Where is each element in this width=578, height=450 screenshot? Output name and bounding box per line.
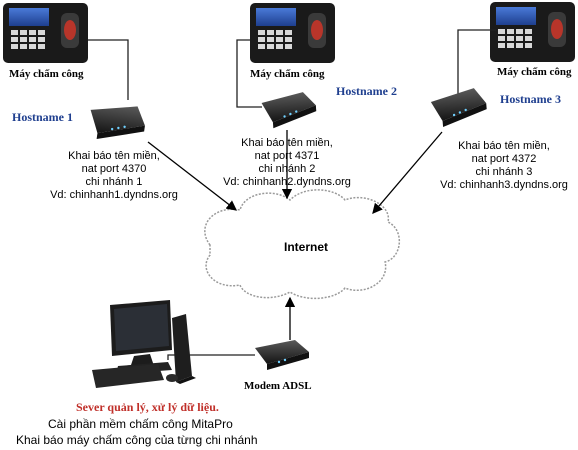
time-clock-1 [3,3,88,63]
server-line-2: Khai báo máy chấm công của từng chi nhán… [16,433,258,447]
internet-label: Internet [284,240,329,254]
time-clock-2-label: Máy chấm công [250,68,325,80]
branch-2-description: Khai báo tên miền, nat port 4371 chi nhá… [212,137,362,189]
branch-3-line-1: Khai báo tên miền, [458,140,550,152]
hostname-2-label: Hostname 2 [336,84,397,98]
branch-2-line-4: Vd: chinhanh2.dyndns.org [223,176,351,188]
router-1 [90,106,145,140]
time-clock-3 [490,2,575,62]
server-title: Sever quản lý, xử lý dữ liệu. [76,400,219,414]
branch-1-description: Khai báo tên miền, nat port 4370 chi nhá… [30,150,198,202]
cable-clock-router-3 [457,29,496,100]
hostname-1-label: Hostname 1 [12,110,73,124]
server-line-1: Cài phần mềm chấm công MitaPro [48,417,233,431]
branch-2-line-3: chi nhánh 2 [258,163,316,175]
time-clock-3-label: Máy chấm công [497,66,572,78]
internet-cloud [204,189,401,300]
branch-1-line-4: Vd: chinhanh1.dyndns.org [50,189,178,201]
router-3 [430,88,487,127]
modem-label: Modem ADSL [244,380,312,392]
branch-3-line-3: chi nhánh 3 [475,166,533,178]
branch-2-line-1: Khai báo tên miền, [241,137,333,149]
arrow-branch1-internet [147,141,238,211]
time-clock-1-label: Máy chấm công [9,68,84,80]
branch-1-line-1: Khai báo tên miền, [68,150,160,162]
time-clock-2 [250,3,335,63]
branch-3-line-4: Vd: chinhanh3.dyndns.org [440,179,568,191]
cable-clock-router-1 [88,39,129,100]
server-computer [92,300,196,388]
router-2 [261,92,317,129]
cable-clock-router-2 [236,39,262,108]
modem-adsl [255,340,309,370]
cable-server-modem [167,354,255,360]
branch-3-description: Khai báo tên miền, nat port 4372 chi nhá… [432,140,576,192]
hostname-3-label: Hostname 3 [500,92,561,106]
arrow-branch3-internet [372,131,443,214]
branch-2-line-2: nat port 4371 [254,150,320,162]
branch-3-line-2: nat port 4372 [471,153,537,165]
branch-1-line-2: nat port 4370 [81,163,147,175]
branch-1-line-3: chi nhánh 1 [85,176,143,188]
